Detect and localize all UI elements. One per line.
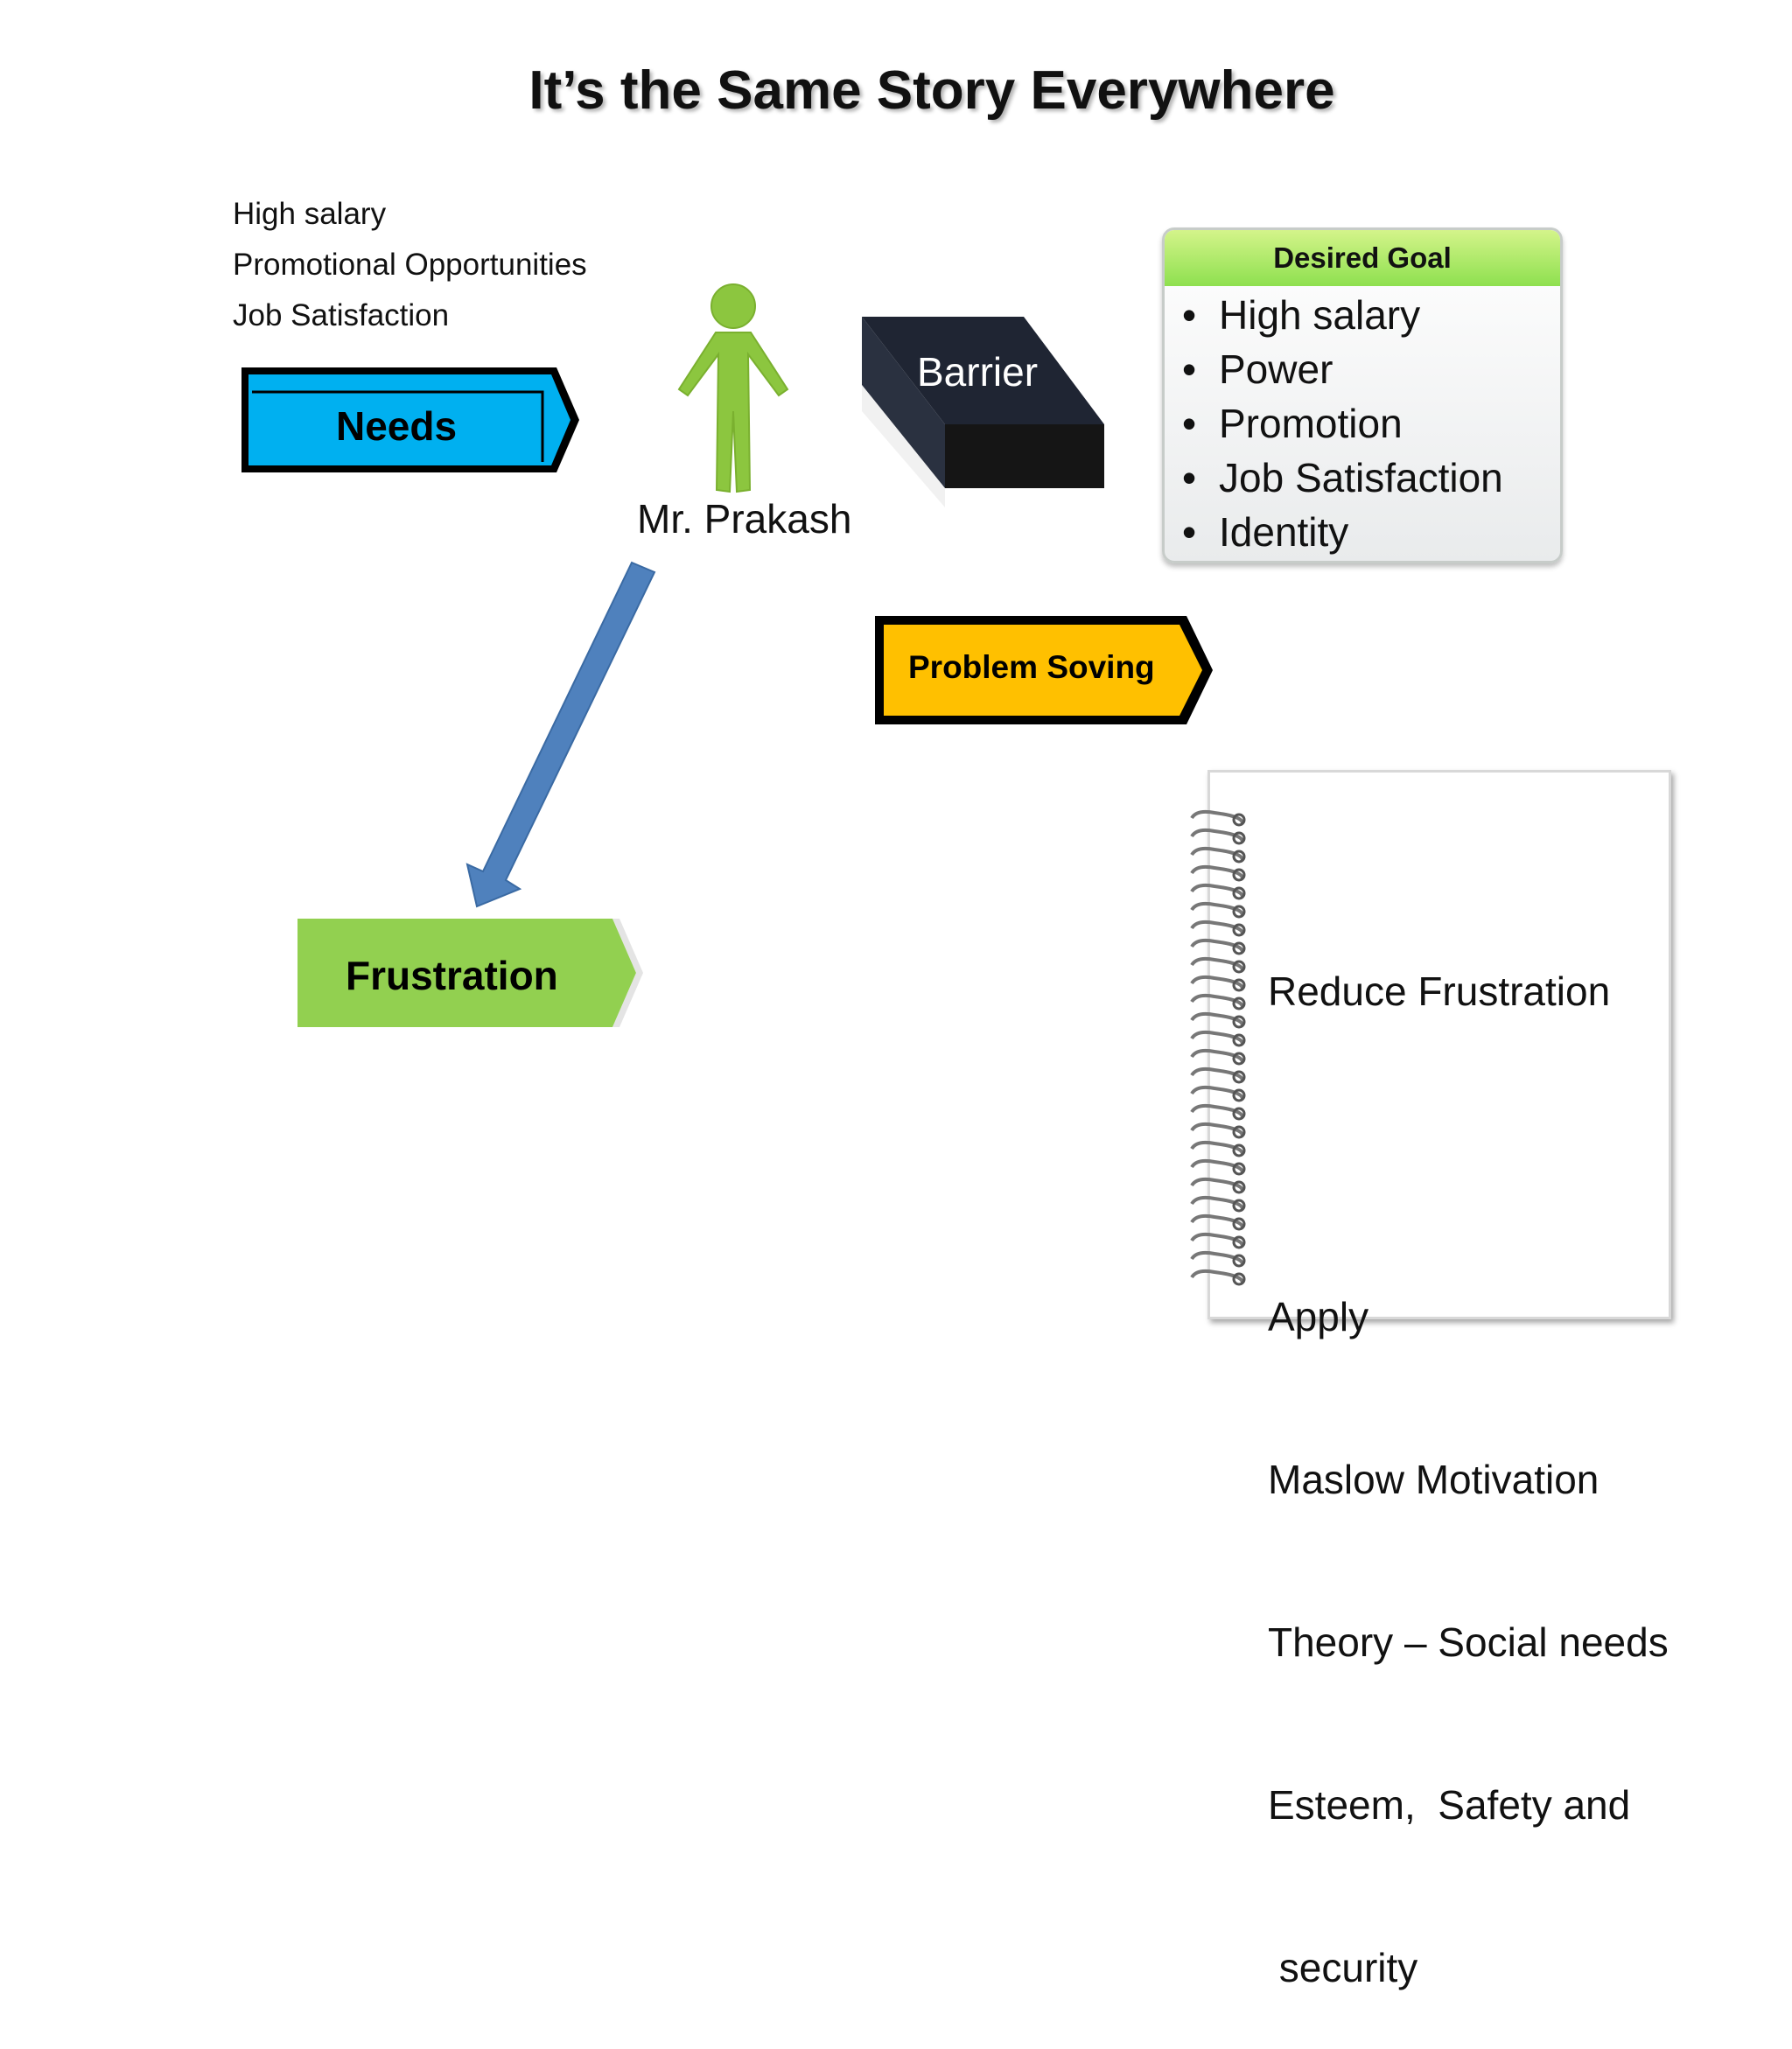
spiral-ring <box>1190 1158 1244 1173</box>
goal-item: Power <box>1165 342 1560 396</box>
notebook <box>1208 770 1671 1319</box>
spiral-ring <box>1190 1066 1244 1081</box>
desired-goal-heading: Desired Goal <box>1165 230 1560 286</box>
barrier-block <box>862 317 1104 507</box>
spiral-binding-icon <box>1190 809 1246 1286</box>
needs-list-item: Job Satisfaction <box>233 298 450 332</box>
spiral-ring <box>1190 846 1244 861</box>
spiral-hole <box>1232 1070 1246 1084</box>
notebook-line: Apply <box>1268 1294 1369 1339</box>
spiral-hole <box>1232 923 1246 937</box>
frustration-arrow <box>298 919 643 1027</box>
spiral-hole <box>1232 831 1246 845</box>
page-title: It’s the Same Story Everywhere <box>528 60 1335 121</box>
goal-item: Job Satisfaction <box>1165 451 1560 505</box>
notebook-line: security <box>1268 1945 1418 1990</box>
spiral-ring <box>1190 975 1244 990</box>
spiral-hole <box>1232 1088 1246 1102</box>
desired-goal-list: High salary Power Promotion Job Satisfac… <box>1165 286 1560 559</box>
goal-item: Identity <box>1165 505 1560 559</box>
spiral-ring <box>1190 1213 1244 1228</box>
spiral-ring <box>1190 1140 1244 1155</box>
spiral-hole <box>1232 1235 1246 1249</box>
spiral-ring <box>1190 883 1244 898</box>
spiral-ring <box>1190 993 1244 1008</box>
notebook-line: Maslow Motivation <box>1268 1457 1600 1502</box>
spiral-hole <box>1232 1217 1246 1231</box>
spiral-hole <box>1232 997 1246 1011</box>
spiral-ring <box>1190 1250 1244 1265</box>
spiral-ring <box>1190 864 1244 879</box>
needs-list: High salary Promotional Opportunities Jo… <box>233 189 587 341</box>
spiral-hole <box>1232 978 1246 992</box>
notebook-line: ​ <box>1268 1127 1669 1181</box>
barrier-label: Barrier <box>917 349 1039 395</box>
spiral-hole <box>1232 1033 1246 1047</box>
problem-solving-arrow <box>875 616 1213 724</box>
spiral-hole <box>1232 1052 1246 1066</box>
down-left-arrow <box>466 561 656 908</box>
spiral-hole <box>1232 1143 1246 1157</box>
spiral-hole <box>1232 886 1246 900</box>
spiral-ring <box>1190 809 1244 824</box>
spiral-ring <box>1190 1030 1244 1045</box>
diagram-shapes <box>242 283 1213 1027</box>
spiral-ring <box>1190 1122 1244 1136</box>
needs-list-item: High salary <box>233 197 387 231</box>
notebook-text: Reduce Frustration ​ Apply Maslow Motiva… <box>1268 856 1669 2049</box>
spiral-hole <box>1232 941 1246 955</box>
spiral-ring <box>1190 956 1244 971</box>
notebook-line: Theory – Social needs <box>1268 1619 1669 1665</box>
spiral-ring <box>1190 1177 1244 1192</box>
spiral-hole <box>1232 850 1246 864</box>
person-icon <box>677 283 789 493</box>
spiral-ring <box>1190 1232 1244 1247</box>
spiral-ring <box>1190 920 1244 934</box>
spiral-ring <box>1190 1011 1244 1026</box>
spiral-ring <box>1190 1269 1244 1283</box>
spiral-hole <box>1232 1180 1246 1194</box>
spiral-ring <box>1190 1048 1244 1063</box>
needs-list-item: Promotional Opportunities <box>233 248 587 282</box>
goal-item: Promotion <box>1165 396 1560 451</box>
spiral-ring <box>1190 828 1244 843</box>
spiral-ring <box>1190 901 1244 916</box>
problem-solving-label: Problem Soving <box>908 649 1155 685</box>
spiral-hole <box>1232 1254 1246 1268</box>
frustration-label: Frustration <box>346 953 558 998</box>
spiral-hole <box>1232 1199 1246 1213</box>
spiral-hole <box>1232 905 1246 919</box>
spiral-ring <box>1190 938 1244 953</box>
goal-item: High salary <box>1165 288 1560 342</box>
person-label: Mr. Prakash <box>637 496 852 542</box>
notebook-line: Esteem, Safety and <box>1268 1782 1631 1828</box>
spiral-ring <box>1190 1085 1244 1100</box>
spiral-hole <box>1232 813 1246 827</box>
spiral-hole <box>1232 1272 1246 1286</box>
spiral-hole <box>1232 1125 1246 1139</box>
spiral-ring <box>1190 1195 1244 1210</box>
spiral-hole <box>1232 868 1246 882</box>
needs-arrow <box>242 367 579 472</box>
desired-goal-box: Desired Goal High salary Power Promotion… <box>1162 227 1563 563</box>
spiral-hole <box>1232 1015 1246 1029</box>
spiral-ring <box>1190 1103 1244 1118</box>
needs-label: Needs <box>336 403 458 449</box>
spiral-hole <box>1232 1162 1246 1176</box>
spiral-hole <box>1232 960 1246 974</box>
notebook-line: Reduce Frustration <box>1268 969 1611 1014</box>
spiral-hole <box>1232 1107 1246 1121</box>
